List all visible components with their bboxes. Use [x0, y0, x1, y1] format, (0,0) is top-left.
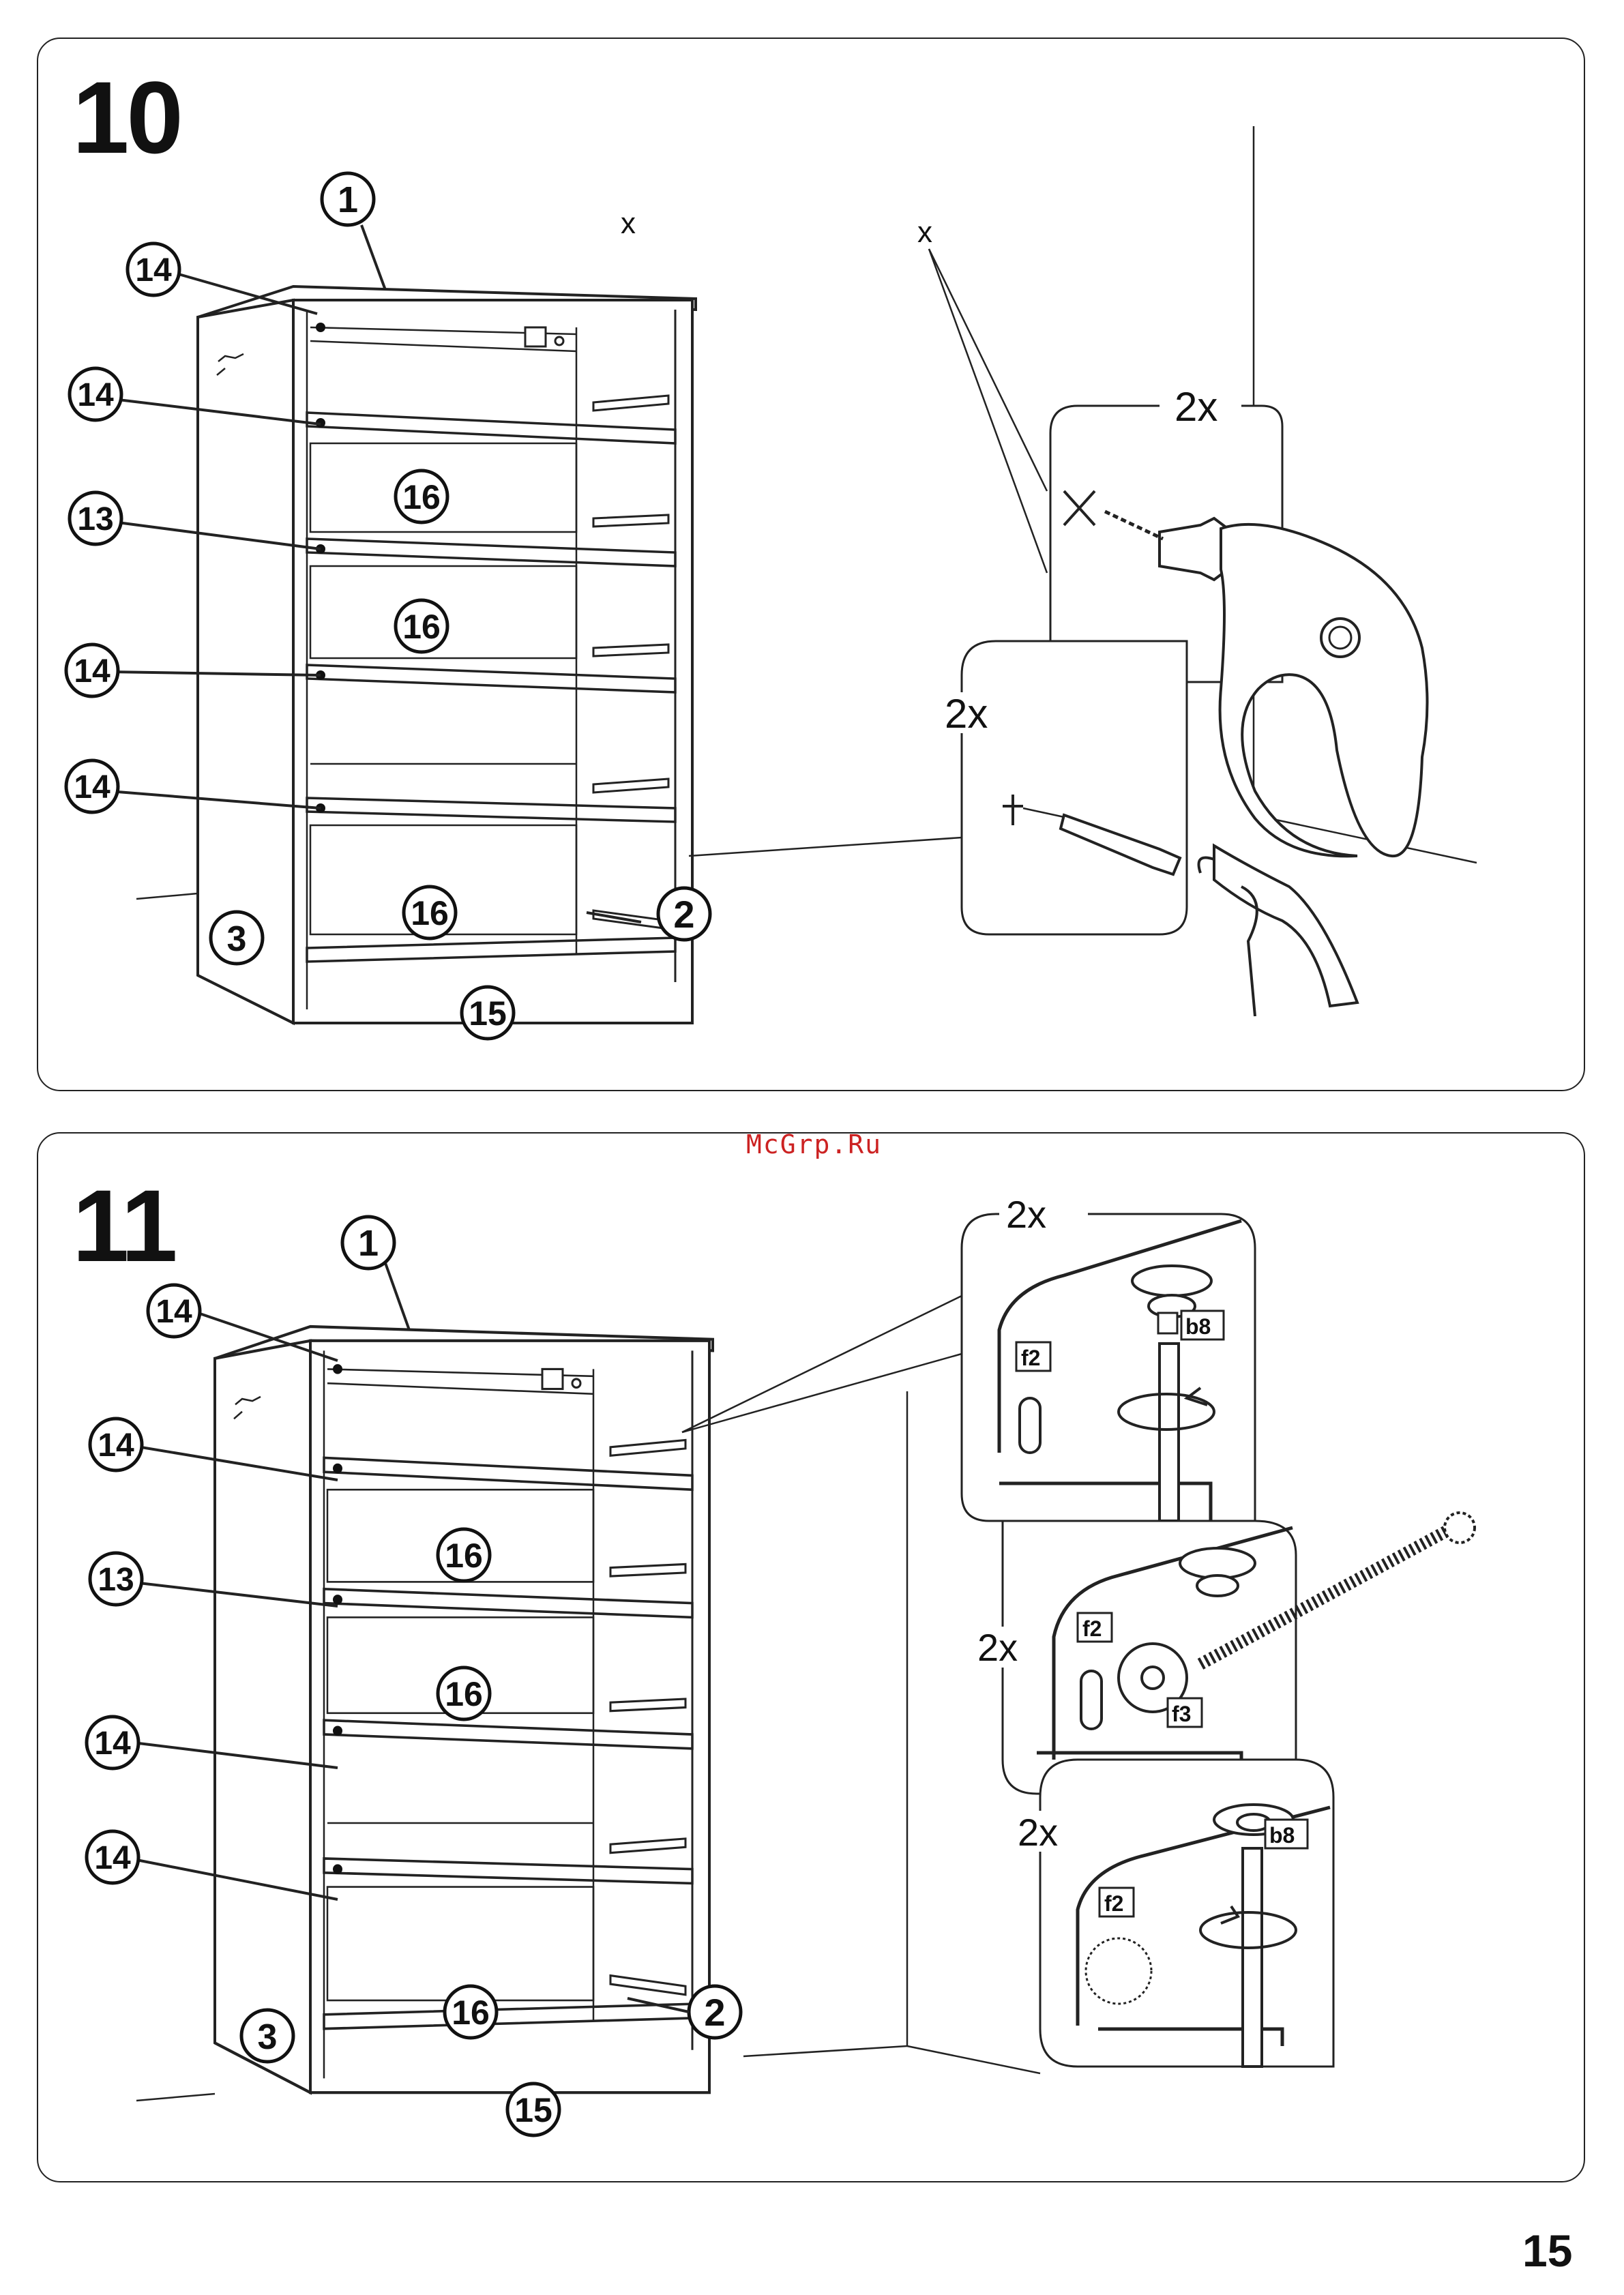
watermark: McGrp.Ru	[746, 1129, 882, 1159]
part-label-f3: f3	[1172, 1702, 1191, 1726]
callout-13: 13	[98, 1562, 134, 1598]
callout-16: 16	[445, 1537, 483, 1575]
drill-mark: x	[621, 207, 636, 240]
callout-14: 14	[156, 1294, 192, 1330]
callout-14: 14	[94, 1726, 131, 1762]
callout-16: 16	[445, 1675, 483, 1713]
callout-14: 14	[135, 252, 172, 288]
callout-15: 15	[469, 994, 507, 1033]
detail-screw-b8-bottom: 2x f2 b8	[1009, 1760, 1333, 2067]
quantity-label: 2x	[945, 691, 988, 737]
part-label-b8: b8	[1185, 1314, 1211, 1339]
callout-3: 3	[258, 2017, 278, 2057]
callout-14: 14	[74, 769, 110, 805]
part-label-f2: f2	[1082, 1616, 1102, 1641]
callout-2: 2	[673, 893, 694, 936]
callout-2: 2	[704, 1991, 725, 2034]
detail-screw-b8-top: 2x f2 b8	[962, 1193, 1255, 1521]
quantity-label: 2x	[1006, 1193, 1046, 1236]
callout-14: 14	[94, 1840, 131, 1876]
callout-16: 16	[402, 608, 441, 646]
callout-16: 16	[402, 478, 441, 516]
part-label-f2: f2	[1021, 1346, 1040, 1370]
callout-1: 1	[358, 1223, 379, 1264]
callout-3: 3	[227, 919, 247, 959]
part-label-b8: b8	[1269, 1823, 1295, 1848]
anchor-detail: 2x	[938, 641, 1357, 1016]
callout-16: 16	[411, 894, 449, 932]
callout-14: 14	[77, 377, 114, 413]
callout-1: 1	[338, 179, 358, 220]
callout-14: 14	[74, 653, 110, 690]
callout-14: 14	[98, 1427, 134, 1464]
callout-15: 15	[514, 2091, 552, 2129]
part-label-f2: f2	[1104, 1891, 1123, 1916]
callout-13: 13	[77, 501, 113, 537]
quantity-label: 2x	[1175, 384, 1217, 430]
page-number: 15	[1522, 2225, 1572, 2277]
quantity-label: 2x	[977, 1626, 1018, 1669]
drill-mark: x	[917, 216, 932, 249]
detail-washer-f3: 2x f2 f3	[972, 1513, 1475, 1794]
callout-16: 16	[452, 1994, 490, 2032]
quantity-label: 2x	[1018, 1811, 1058, 1854]
